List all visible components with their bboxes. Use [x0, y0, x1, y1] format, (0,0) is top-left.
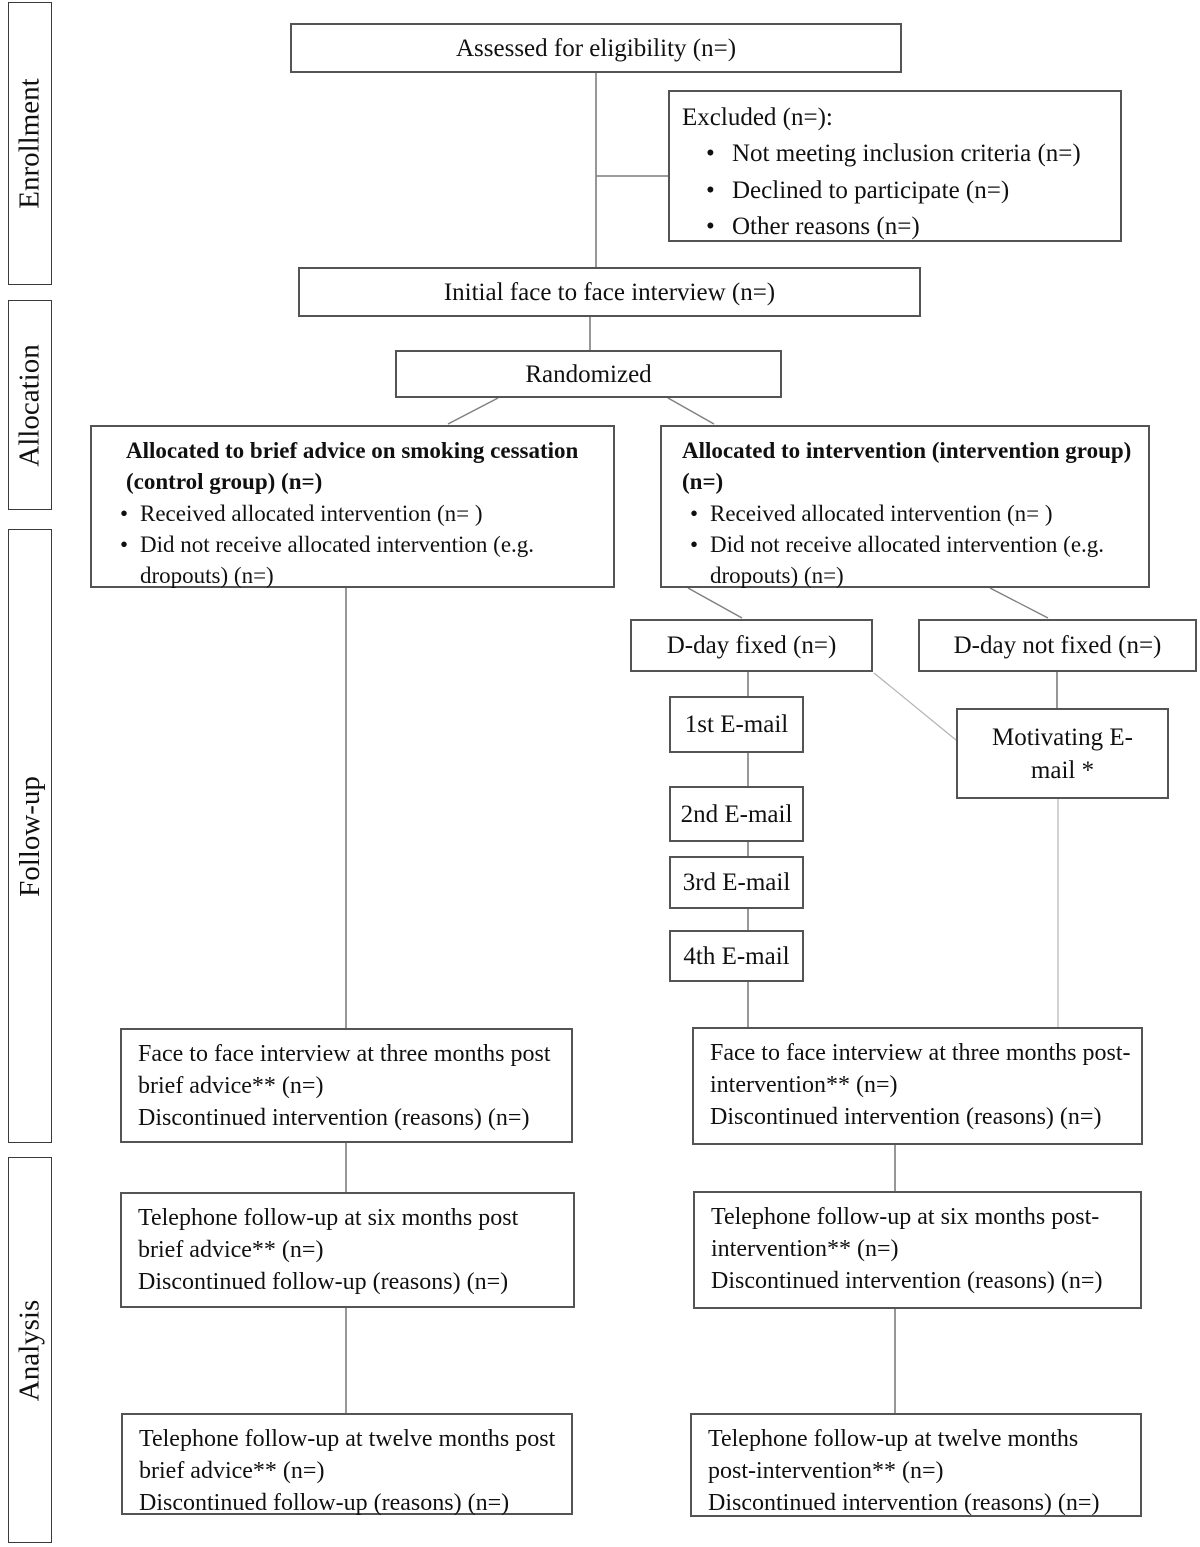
- box-dday-fixed: D-day fixed (n=): [630, 619, 873, 672]
- box-text: D-day not fixed (n=): [953, 632, 1162, 659]
- discontinued-line: Discontinued intervention (reasons) (n=): [708, 1490, 1100, 1517]
- box-email-1: 1st E-mail: [669, 696, 804, 753]
- box-followup-12m-intervention: Telephone follow-up at twelve months pos…: [690, 1413, 1142, 1517]
- box-assessed-eligibility: Assessed for eligibility (n=): [290, 23, 902, 73]
- stage-label-text: Enrollment: [13, 78, 46, 209]
- followup-main-line: Telephone follow-up at twelve months pos…: [139, 1426, 556, 1485]
- bullet-item: Did not receive allocated intervention (…: [120, 529, 609, 592]
- box-followup-6m-control: Telephone follow-up at six months post b…: [120, 1192, 575, 1308]
- bullet-item: Received allocated intervention (n= ): [120, 498, 609, 530]
- box-text: Assessed for eligibility (n=): [455, 34, 737, 62]
- box-text: 3rd E-mail: [682, 869, 791, 896]
- connector-randomized-intervention: [667, 397, 715, 425]
- connector-intervention-ddayfixed: [687, 587, 743, 619]
- box-initial-interview: Initial face to face interview (n=): [298, 267, 921, 317]
- box-email-3: 3rd E-mail: [669, 856, 804, 909]
- box-text: 1st E-mail: [684, 711, 789, 738]
- discontinued-line: Discontinued intervention (reasons) (n=): [710, 1104, 1102, 1131]
- bullet-item: Declined to participate (n=): [706, 173, 1114, 210]
- bullet-item: Not meeting inclusion criteria (n=): [706, 136, 1114, 173]
- box-email-4: 4th E-mail: [669, 930, 804, 982]
- box-followup-12m-control: Telephone follow-up at twelve months pos…: [121, 1413, 573, 1516]
- discontinued-line: Discontinued follow-up (reasons) (n=): [138, 1269, 509, 1296]
- stage-label-followup: Follow-up: [8, 529, 52, 1143]
- box-allocation-control: Allocated to brief advice on smoking ces…: [90, 425, 615, 588]
- bullet-item: Other reasons (n=): [706, 209, 1114, 246]
- allocation-list: Received allocated intervention (n= ) Di…: [92, 498, 613, 592]
- followup-main-line: Telephone follow-up at twelve months pos…: [708, 1426, 1079, 1485]
- allocation-title: Allocated to intervention (intervention …: [682, 438, 1132, 495]
- connector-ddayfixed-motivating: [873, 672, 957, 741]
- box-randomized: Randomized: [395, 350, 782, 398]
- box-text: Motivating E-mail *: [992, 723, 1133, 784]
- connector-intervention-ddaynotfixed: [989, 587, 1049, 619]
- box-text: Randomized: [525, 360, 652, 388]
- box-followup-3m-control: Face to face interview at three months p…: [120, 1028, 573, 1143]
- bullet-item: Did not receive allocated intervention (…: [690, 529, 1144, 592]
- followup-main-line: Face to face interview at three months p…: [138, 1041, 551, 1100]
- stage-label-analysis: Analysis: [8, 1157, 52, 1543]
- connector-randomized-control: [447, 397, 499, 425]
- discontinued-line: Discontinued intervention (reasons) (n=): [138, 1105, 530, 1132]
- allocation-list: Received allocated intervention (n= ) Di…: [662, 498, 1148, 592]
- allocation-title: Allocated to brief advice on smoking ces…: [126, 438, 579, 495]
- box-motivating-email: Motivating E-mail *: [956, 708, 1169, 799]
- box-allocation-intervention: Allocated to intervention (intervention …: [660, 425, 1150, 588]
- followup-main-line: Telephone follow-up at six months post b…: [138, 1205, 519, 1264]
- bullet-item: Received allocated intervention (n= ): [690, 498, 1144, 530]
- stage-label-enrollment: Enrollment: [8, 2, 52, 285]
- excluded-list: Not meeting inclusion criteria (n=) Decl…: [682, 136, 1114, 245]
- box-text: 4th E-mail: [683, 942, 790, 970]
- excluded-title: Excluded (n=):: [682, 104, 833, 131]
- box-text: D-day fixed (n=): [666, 632, 837, 659]
- discontinued-line: Discontinued follow-up (reasons) (n=): [139, 1490, 510, 1517]
- followup-main-line: Telephone follow-up at six months post-i…: [711, 1204, 1100, 1263]
- stage-label-allocation: Allocation: [8, 300, 52, 510]
- box-excluded: Excluded (n=): Not meeting inclusion cri…: [668, 90, 1122, 245]
- followup-main-line: Face to face interview at three months p…: [710, 1040, 1131, 1099]
- stage-label-text: Analysis: [13, 1299, 46, 1401]
- stage-label-text: Follow-up: [13, 775, 46, 897]
- box-followup-6m-intervention: Telephone follow-up at six months post-i…: [693, 1191, 1142, 1309]
- box-followup-3m-intervention: Face to face interview at three months p…: [692, 1027, 1143, 1145]
- discontinued-line: Discontinued intervention (reasons) (n=): [711, 1268, 1103, 1295]
- box-email-2: 2nd E-mail: [669, 786, 804, 842]
- box-dday-not-fixed: D-day not fixed (n=): [918, 619, 1197, 672]
- box-text: Initial face to face interview (n=): [443, 278, 776, 306]
- box-text: 2nd E-mail: [680, 800, 793, 828]
- stage-label-text: Allocation: [13, 343, 46, 467]
